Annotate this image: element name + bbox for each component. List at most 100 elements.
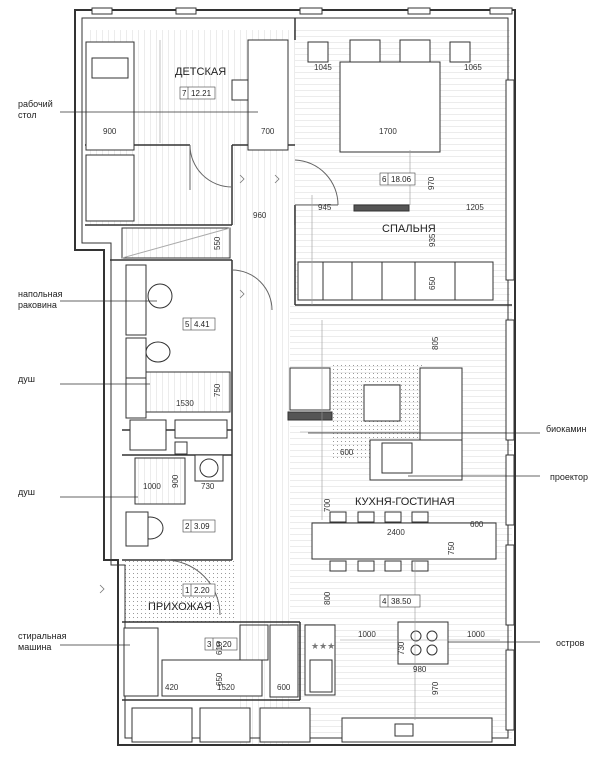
- svg-text:600: 600: [277, 683, 291, 692]
- svg-text:600: 600: [340, 448, 354, 457]
- callout-desk-1: рабочий: [18, 99, 53, 109]
- svg-text:1045: 1045: [314, 63, 332, 72]
- svg-text:600: 600: [470, 520, 484, 529]
- badge-laundry: 3 3.20: [204, 637, 238, 651]
- svg-text:800: 800: [323, 591, 332, 605]
- svg-text:2400: 2400: [387, 528, 405, 537]
- svg-text:1205: 1205: [466, 203, 484, 212]
- svg-text:960: 960: [253, 211, 267, 220]
- svg-text:945: 945: [318, 203, 332, 212]
- svg-text:1000: 1000: [358, 630, 376, 639]
- svg-text:610: 610: [215, 641, 224, 655]
- kids-furniture: [85, 39, 289, 259]
- svg-text:805: 805: [431, 336, 440, 350]
- svg-text:700: 700: [323, 498, 332, 512]
- washing-machine: [123, 627, 159, 697]
- svg-text:3.09: 3.09: [194, 522, 210, 531]
- callout-shower1: душ: [18, 374, 35, 384]
- bedroom-furniture: [297, 39, 494, 301]
- shower1: [145, 371, 231, 413]
- bathroom1-fixtures: [125, 264, 231, 419]
- svg-text:650: 650: [215, 672, 224, 686]
- svg-text:420: 420: [165, 683, 179, 692]
- left-callouts: рабочий стол напольная раковина душ душ …: [18, 99, 67, 652]
- svg-text:900: 900: [103, 127, 117, 136]
- kitchen-counter: [341, 717, 493, 743]
- callout-washer-2: машина: [18, 642, 51, 652]
- badge-bedroom: 6 18.06: [379, 172, 416, 186]
- svg-text:1520: 1520: [217, 683, 235, 692]
- svg-text:18.06: 18.06: [391, 175, 412, 184]
- coffee-table: [363, 384, 401, 422]
- svg-text:1000: 1000: [143, 482, 161, 491]
- svg-text:730: 730: [397, 641, 406, 655]
- hall-floor: [122, 560, 235, 622]
- room-name-bedroom: СПАЛЬНЯ: [382, 223, 436, 235]
- svg-text:900: 900: [171, 474, 180, 488]
- kitchen-island: [397, 621, 449, 665]
- area-badges: 7 12.21 6 18.06 5 4.41 2 3.09 1 2.20: [179, 86, 421, 651]
- windows: [505, 79, 515, 731]
- svg-text:3: 3: [207, 640, 212, 649]
- svg-text:1700: 1700: [379, 127, 397, 136]
- svg-text:750: 750: [213, 383, 222, 397]
- badge-hall: 1 2.20: [182, 583, 216, 597]
- svg-text:935: 935: [428, 233, 437, 247]
- leader-lines: [60, 111, 540, 646]
- svg-text:4: 4: [382, 597, 387, 606]
- kids-desk: [247, 39, 289, 151]
- svg-text:980: 980: [413, 665, 427, 674]
- svg-text:12.21: 12.21: [191, 89, 212, 98]
- callout-fireplace: биокамин: [546, 424, 587, 434]
- badge-bath2: 2 3.09: [182, 519, 216, 533]
- callout-washer-1: стиральная: [18, 631, 67, 641]
- callout-projector: проектор: [550, 472, 588, 482]
- svg-text:6: 6: [382, 175, 387, 184]
- doors: [164, 144, 339, 616]
- svg-text:1000: 1000: [467, 630, 485, 639]
- living-furniture: [287, 367, 497, 743]
- svg-text:750: 750: [447, 541, 456, 555]
- kids-wardrobe: [85, 154, 135, 222]
- floor-sink: [147, 283, 173, 309]
- callout-sink-1: напольная: [18, 289, 63, 299]
- svg-text:1065: 1065: [464, 63, 482, 72]
- laundry-fixtures: [123, 624, 336, 743]
- svg-text:2.20: 2.20: [194, 586, 210, 595]
- stars-mark: ★★★: [311, 641, 335, 651]
- callout-island: остров: [556, 638, 585, 648]
- svg-text:650: 650: [428, 276, 437, 290]
- dimension-lines: [159, 40, 500, 720]
- svg-text:700: 700: [261, 127, 275, 136]
- double-bed: [339, 61, 441, 153]
- svg-text:1530: 1530: [176, 399, 194, 408]
- sofa: [419, 367, 463, 441]
- right-callouts: биокамин проектор остров: [546, 424, 588, 648]
- shower2: [134, 457, 186, 505]
- svg-text:2: 2: [185, 522, 190, 531]
- room-labels: ДЕТСКАЯ СПАЛЬНЯ КУХНЯ-ГОСТИНАЯ ПРИХОЖАЯ: [148, 66, 455, 613]
- door-arrows: [99, 174, 280, 594]
- room-name-kids: ДЕТСКАЯ: [175, 66, 226, 78]
- svg-text:3.20: 3.20: [216, 640, 232, 649]
- svg-text:7: 7: [182, 89, 187, 98]
- badge-kids: 7 12.21: [179, 86, 216, 100]
- room-name-hall: ПРИХОЖАЯ: [148, 601, 212, 613]
- svg-text:550: 550: [213, 236, 222, 250]
- svg-text:5: 5: [185, 320, 190, 329]
- callout-desk-2: стол: [18, 110, 37, 120]
- svg-text:38.50: 38.50: [391, 597, 412, 606]
- svg-text:4.41: 4.41: [194, 320, 210, 329]
- svg-text:730: 730: [201, 482, 215, 491]
- walls: [74, 7, 516, 746]
- badge-bath1: 5 4.41: [182, 317, 216, 331]
- callout-shower2: душ: [18, 487, 35, 497]
- svg-text:1: 1: [185, 586, 190, 595]
- svg-text:970: 970: [427, 176, 436, 190]
- svg-text:970: 970: [431, 681, 440, 695]
- badge-living: 4 38.50: [379, 594, 421, 608]
- bathroom2-fixtures: [125, 419, 228, 547]
- dimension-labels: 1045 1065 900 700 1700 970 945 960 1205 …: [103, 63, 485, 695]
- bedroom-wardrobe: [297, 261, 494, 301]
